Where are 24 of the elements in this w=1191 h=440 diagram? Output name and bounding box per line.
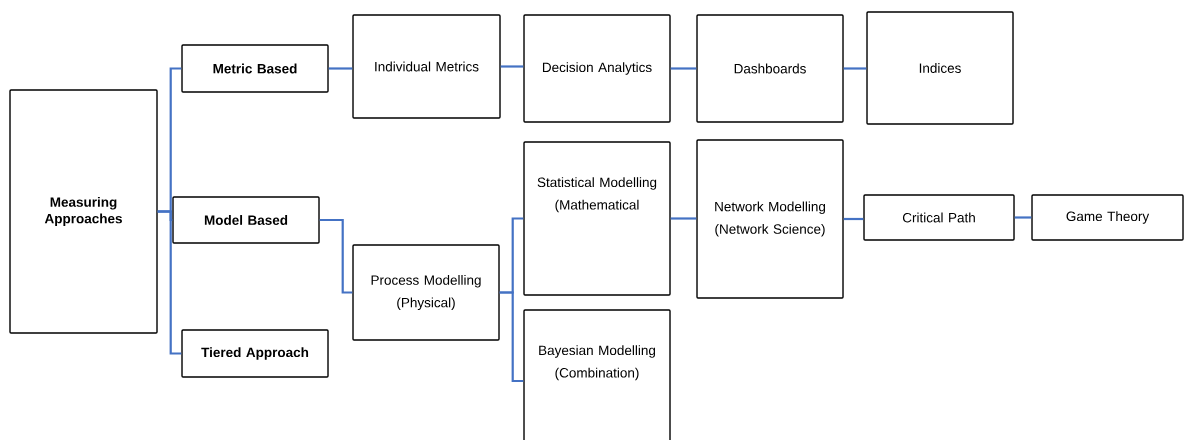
method-box: Statistical Modelling (Mathematical	[523, 141, 671, 296]
method-box: Dashboards	[696, 14, 844, 123]
category-box: Measuring Approaches	[9, 89, 158, 334]
connector-line	[500, 65, 524, 68]
method-box: Process Modelling (Physical)	[352, 244, 500, 341]
connector-line	[1014, 216, 1032, 219]
connector-line	[843, 217, 864, 221]
connector-line	[670, 217, 697, 220]
method-box: Indices	[866, 11, 1014, 125]
connector-line	[670, 67, 697, 70]
connector-line	[157, 210, 182, 355]
category-box: Tiered Approach	[181, 329, 329, 378]
method-box: Decision Analytics	[523, 14, 671, 123]
category-box: Metric Based	[181, 44, 329, 93]
method-box: Bayesian Modelling (Combination)	[523, 309, 671, 440]
method-box: Game Theory	[1031, 194, 1184, 241]
connector-line	[843, 67, 867, 70]
method-box: Individual Metrics	[352, 14, 501, 119]
connector-line	[499, 291, 524, 383]
method-box: Critical Path	[863, 194, 1015, 241]
connector-line	[328, 67, 353, 70]
category-box: Model Based	[172, 196, 320, 244]
connector-line	[319, 218, 353, 294]
method-box: Network Modelling (Network Science)	[696, 139, 844, 299]
